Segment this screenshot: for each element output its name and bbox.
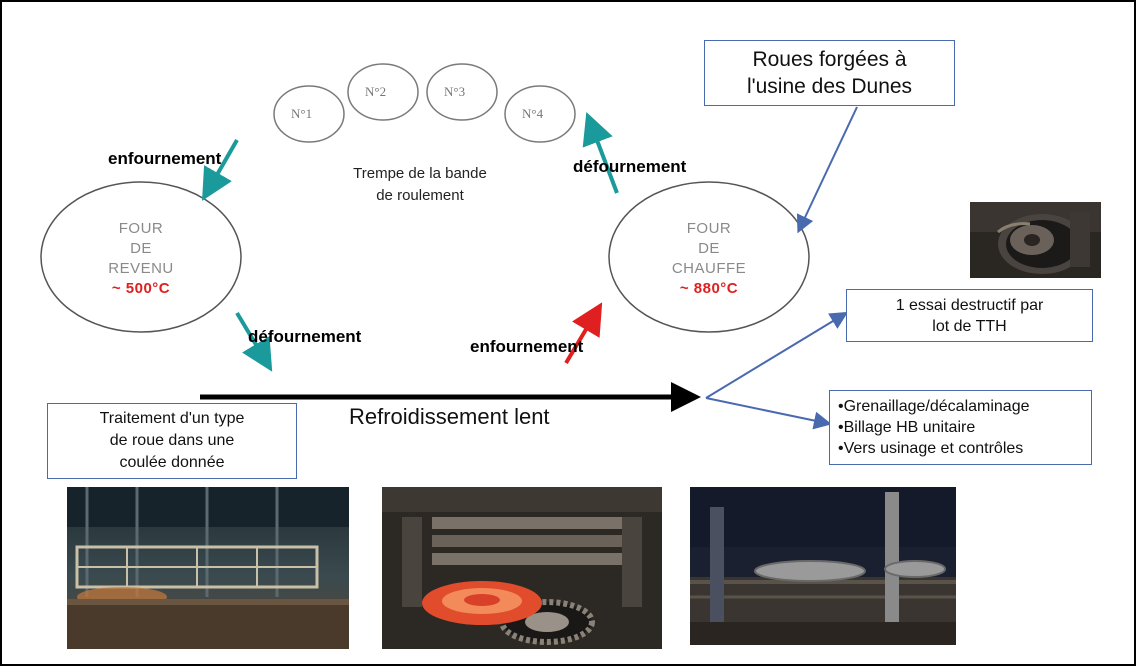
furnace-revenu-line-1: FOUR [118,220,164,237]
treatment-box-line-2: de roue dans une [109,432,235,449]
quench-station-2-circle [347,63,419,121]
quench-wheel-photo [382,487,662,649]
quench-caption-line-2: de roulement [376,187,464,204]
furnace-revenu-line-2: DE [130,240,152,257]
furnace-chauffe-text: FOUR DE CHAUFFE ~ 880°C [639,219,779,299]
test-box-line-2: lot de TTH [932,318,1007,335]
treatment-box-line-1: Traitement d'un type [99,410,245,427]
treatment-box-line-3: coulée donnée [119,454,225,471]
finishing-box-line-3: •Vers usinage et contrôles [838,440,1024,457]
quench-station-4-circle [504,85,576,143]
finishing-box-line-1: •Grenaillage/décalaminage [838,398,1030,415]
test-box-line-1: 1 essai destructif par [895,297,1044,314]
quench-station-1-circle [273,85,345,143]
factory-line-photo [67,487,349,649]
source-box-line-2: l'usine des Dunes [746,75,913,98]
source-to-chauffe-arrow [796,106,858,234]
wheel-sample-photo [970,202,1101,278]
furnace-revenu-line-3: REVENU [108,260,174,277]
furnace-chauffe-circle [608,181,810,333]
quench-station-3-circle [426,63,498,121]
to-finishing-box-arrow [705,397,832,430]
to-test-box-arrow [705,311,849,399]
quench-caption-line-1: Trempe de la bande [353,165,487,182]
quench-caption: Trempe de la bande de roulement [310,163,530,207]
furnace-chauffe-line-1: FOUR [686,220,732,237]
finishing-box: •Grenaillage/décalaminage •Billage HB un… [829,390,1092,465]
enfournement-left-label: enfournement [108,149,222,168]
enfournement-right-arrow [564,302,603,365]
furnace-revenu-text: FOUR DE REVENU ~ 500°C [71,219,211,299]
defournement-left-label: défournement [248,327,362,346]
slow-cooling-label: Refroidissement lent [349,404,550,429]
quench-station-3-label: N°3 [444,84,466,99]
defournement-right-label: défournement [573,157,687,176]
test-box: 1 essai destructif par lot de TTH [846,289,1093,342]
quench-station-4-label: N°4 [522,106,544,121]
furnace-revenu-circle [40,181,242,333]
defournement-left-arrow [235,311,273,372]
furnace-chauffe-line-2: DE [698,240,720,257]
furnace-chauffe-line-3: CHAUFFE [671,260,747,277]
enfournement-left-arrow [202,139,239,201]
finishing-box-line-2: •Billage HB unitaire [838,419,976,436]
furnace-revenu-temperature: ~ 500°C [111,280,171,297]
source-box: Roues forgées à l'usine des Dunes [704,40,955,106]
cooling-pit-photo [690,487,956,645]
quench-station-2-label: N°2 [365,84,387,99]
enfournement-right-label: enfournement [470,337,584,356]
quench-station-1-label: N°1 [291,106,313,121]
furnace-chauffe-temperature: ~ 880°C [679,280,739,297]
treatment-box: Traitement d'un type de roue dans une co… [47,403,297,479]
source-box-line-1: Roues forgées à [752,48,907,71]
defournement-right-arrow [582,112,619,194]
